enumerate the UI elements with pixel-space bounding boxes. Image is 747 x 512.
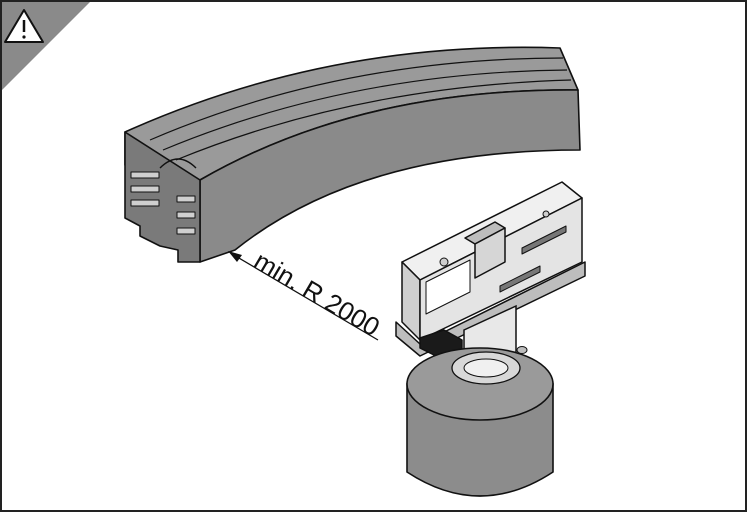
dimension-arrowhead [228, 251, 242, 262]
warning-triangle-icon [4, 9, 44, 43]
dimension-line [231, 253, 379, 341]
lamp-cylinder [406, 347, 554, 497]
track-adapter [395, 181, 586, 359]
curved-track-rail [124, 46, 581, 263]
warning-corner [2, 2, 90, 90]
